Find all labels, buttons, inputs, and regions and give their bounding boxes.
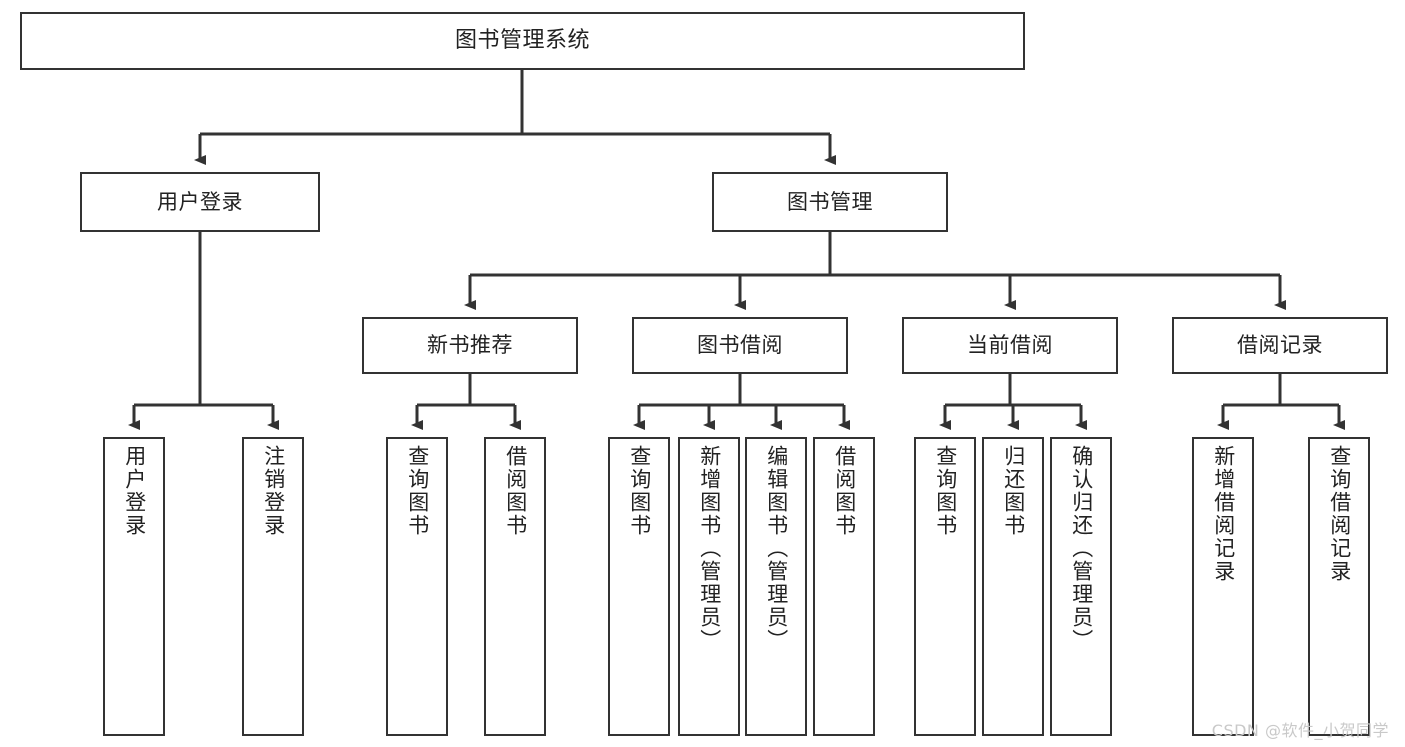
leaf-return-book[interactable]: 归还图书 bbox=[982, 437, 1044, 736]
node-root-label: 图书管理系统 bbox=[454, 28, 590, 54]
leaf-return-book-label: 归还图书 bbox=[1001, 445, 1026, 537]
leaf-borrow-book-rec-label: 借阅图书 bbox=[503, 445, 528, 537]
node-current-borrow-label: 当前借阅 bbox=[967, 333, 1053, 358]
leaf-user-login-label: 用户登录 bbox=[122, 445, 147, 537]
node-root-system[interactable]: 图书管理系统 bbox=[20, 12, 1025, 70]
leaf-edit-book[interactable]: 编辑图书（管理员） bbox=[745, 437, 807, 736]
node-borrow-record[interactable]: 借阅记录 bbox=[1172, 317, 1388, 374]
leaf-borrow-book[interactable]: 借阅图书 bbox=[813, 437, 875, 736]
leaf-borrow-book-rec[interactable]: 借阅图书 bbox=[484, 437, 546, 736]
leaf-query-book-cur-label: 查询图书 bbox=[933, 445, 958, 537]
leaf-user-login[interactable]: 用户登录 bbox=[103, 437, 165, 736]
leaf-query-book-cur[interactable]: 查询图书 bbox=[914, 437, 976, 736]
node-book-borrow-label: 图书借阅 bbox=[697, 333, 783, 358]
node-book-borrow[interactable]: 图书借阅 bbox=[632, 317, 848, 374]
leaf-edit-book-label: 编辑图书（管理员） bbox=[764, 445, 789, 652]
leaf-query-book-rec-label: 查询图书 bbox=[405, 445, 430, 537]
node-book-manage[interactable]: 图书管理 bbox=[712, 172, 948, 232]
leaf-add-record-label: 新增借阅记录 bbox=[1211, 445, 1236, 583]
leaf-confirm-return[interactable]: 确认归还（管理员） bbox=[1050, 437, 1112, 736]
node-user-login-label: 用户登录 bbox=[157, 189, 243, 214]
leaf-query-record[interactable]: 查询借阅记录 bbox=[1308, 437, 1370, 736]
node-current-borrow[interactable]: 当前借阅 bbox=[902, 317, 1118, 374]
watermark-text: CSDN @软件_小贺同学 bbox=[1211, 721, 1389, 740]
leaf-query-book-rec[interactable]: 查询图书 bbox=[386, 437, 448, 736]
leaf-add-record[interactable]: 新增借阅记录 bbox=[1192, 437, 1254, 736]
leaf-logout-label: 注销登录 bbox=[261, 445, 286, 537]
leaf-query-book-label: 查询图书 bbox=[627, 445, 652, 537]
leaf-add-book-label: 新增图书（管理员） bbox=[697, 445, 722, 652]
leaf-query-record-label: 查询借阅记录 bbox=[1327, 445, 1352, 583]
leaf-query-book[interactable]: 查询图书 bbox=[608, 437, 670, 736]
leaf-add-book[interactable]: 新增图书（管理员） bbox=[678, 437, 740, 736]
node-new-book-recommend-label: 新书推荐 bbox=[427, 333, 513, 358]
node-user-login[interactable]: 用户登录 bbox=[80, 172, 320, 232]
leaf-confirm-return-label: 确认归还（管理员） bbox=[1069, 445, 1094, 652]
leaf-logout[interactable]: 注销登录 bbox=[242, 437, 304, 736]
node-book-manage-label: 图书管理 bbox=[787, 189, 873, 214]
node-borrow-record-label: 借阅记录 bbox=[1237, 333, 1323, 358]
leaf-borrow-book-label: 借阅图书 bbox=[832, 445, 857, 537]
node-new-book-recommend[interactable]: 新书推荐 bbox=[362, 317, 578, 374]
